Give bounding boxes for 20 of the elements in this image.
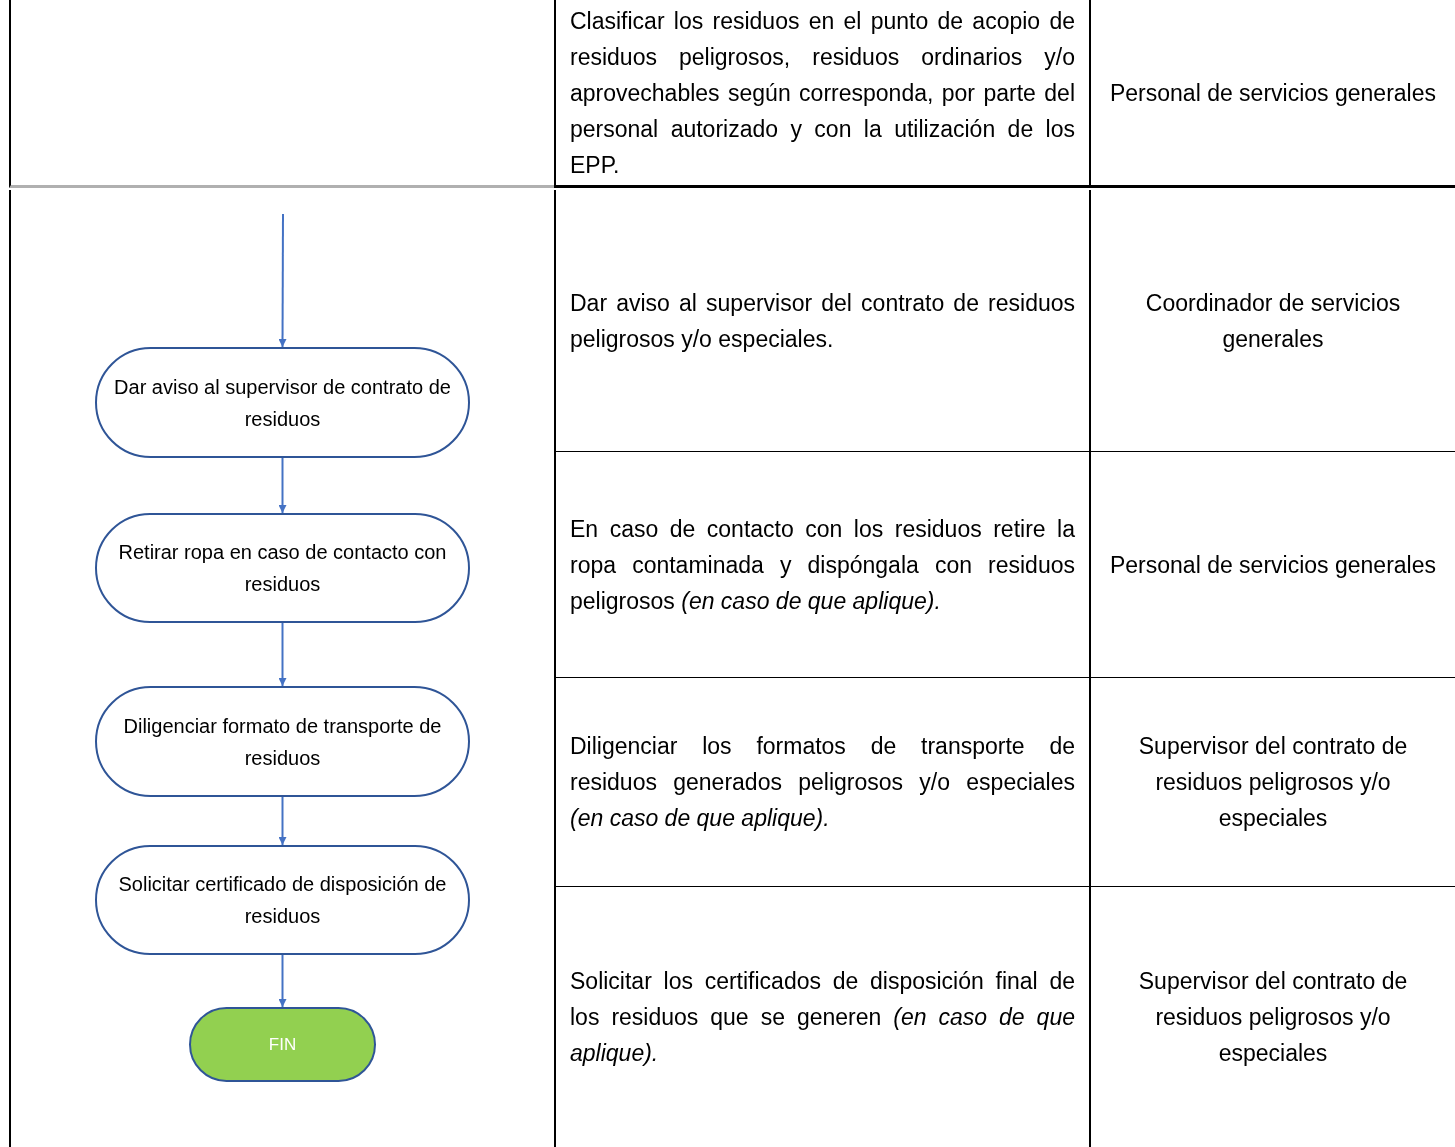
step-description: Clasificar los residuos en el punto de acopio de residuos peligrosos, residuos ordinarios y/o aprovechables según corresponda, por parte del personal autorizado y con la utilización de los EPP. bbox=[570, 6, 1075, 180]
step-description: Diligenciar los formatos de transporte de residuos generados peligrosos y/o especiales (en caso de que aplique). bbox=[570, 732, 1075, 833]
process-box: Solicitar certificado de disposición de residuos bbox=[95, 845, 470, 955]
step-description: Solicitar los certificados de disposición final de los residuos que se generen (en caso de que aplique). bbox=[570, 967, 1075, 1068]
step-description: Dar aviso al supervisor del contrato de residuos peligrosos y/o especiales. bbox=[570, 288, 1075, 354]
process-box: Dar aviso al supervisor de contrato de residuos bbox=[95, 347, 470, 458]
arrow bbox=[278, 796, 287, 846]
responsible-role: Supervisor del contrato de residuos peligrosos y/o especiales bbox=[1137, 732, 1409, 833]
process-box: Retirar ropa en caso de contacto con residuos bbox=[95, 513, 470, 623]
responsible-role: Coordinador de servicios generales bbox=[1144, 288, 1402, 354]
arrow bbox=[278, 213, 287, 348]
responsible-role: Supervisor del contrato de residuos peligrosos y/o especiales bbox=[1137, 967, 1409, 1068]
responsible-role: Personal de servicios generales bbox=[1110, 550, 1436, 580]
arrow bbox=[278, 954, 287, 1008]
terminator: FIN bbox=[189, 1007, 376, 1082]
arrow bbox=[278, 622, 287, 687]
responsible-role: Personal de servicios generales bbox=[1110, 78, 1436, 108]
step-description: En caso de contacto con los residuos retire la ropa contaminada y dispóngala con residuos peligrosos (en caso de que aplique). bbox=[570, 514, 1075, 616]
process-box: Diligenciar formato de transporte de residuos bbox=[95, 686, 470, 797]
arrow bbox=[278, 457, 287, 514]
